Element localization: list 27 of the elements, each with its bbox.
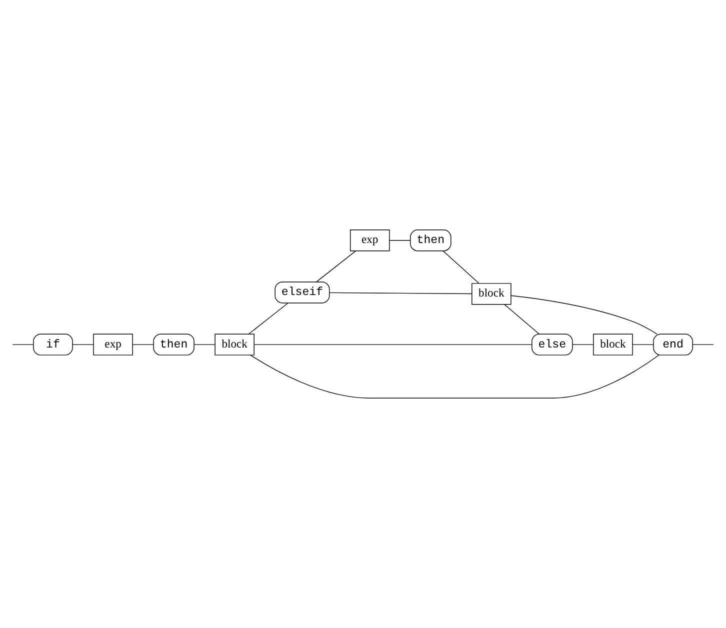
connector <box>572 344 594 345</box>
connector <box>692 344 714 345</box>
connector <box>132 344 154 345</box>
connector <box>254 344 532 345</box>
node-box: end <box>653 334 693 356</box>
connector <box>510 295 658 334</box>
connector <box>12 344 34 345</box>
node-box: block <box>472 283 512 305</box>
node-box: exp <box>350 230 390 252</box>
node-box: block <box>593 334 633 356</box>
connector <box>389 240 411 241</box>
node-box: elseif <box>274 282 330 304</box>
connector <box>250 354 660 398</box>
connector <box>504 304 540 334</box>
connector <box>316 250 356 282</box>
node-box: exp <box>93 334 133 356</box>
connector <box>248 302 288 334</box>
node-box: then <box>153 334 194 356</box>
connector <box>442 250 480 284</box>
node-box: if <box>33 334 73 356</box>
node-box: then <box>410 230 452 252</box>
connector <box>329 292 472 294</box>
connector <box>632 344 654 345</box>
connector <box>72 344 94 345</box>
node-box: else <box>532 334 573 356</box>
node-box: block <box>214 334 254 356</box>
connector <box>194 344 216 345</box>
